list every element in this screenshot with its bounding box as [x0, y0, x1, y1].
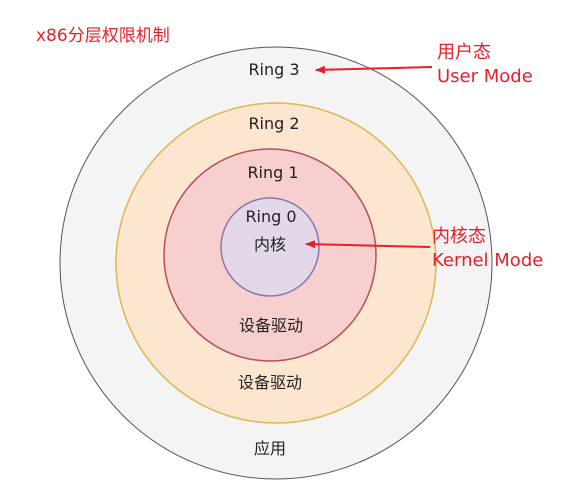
kernel-mode-label-en: Kernel Mode — [432, 250, 543, 271]
diagram-title: x86分层权限机制 — [36, 26, 170, 46]
user-mode-arrow — [315, 65, 433, 74]
kernel-mode-label-cn: 内核态 — [432, 226, 486, 247]
user-mode-label-cn: 用户态 — [437, 42, 491, 63]
user-mode-label-en: User Mode — [437, 66, 533, 87]
ring-1-content: 设备驱动 — [239, 316, 303, 335]
ring-3-content: 应用 — [254, 439, 286, 458]
ring-1-label: Ring 1 — [247, 163, 298, 182]
kernel-mode-arrow — [305, 240, 431, 249]
ring-2-content: 设备驱动 — [238, 373, 302, 392]
ring-0-label: Ring 0 — [245, 207, 296, 226]
ring-2-label: Ring 2 — [248, 114, 299, 133]
ring-3-label: Ring 3 — [248, 60, 299, 79]
ring-0-circle — [220, 197, 320, 297]
ring-0-content: 内核 — [254, 235, 286, 254]
